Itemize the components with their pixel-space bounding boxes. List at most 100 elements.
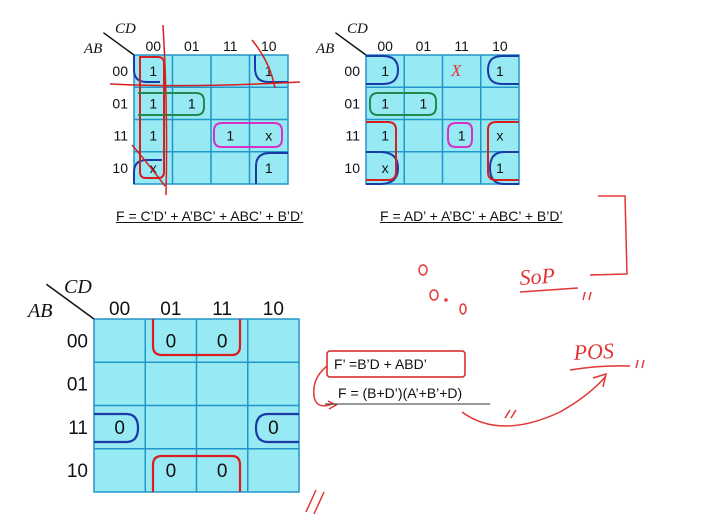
row-header: 00 bbox=[112, 63, 128, 79]
ditto-under bbox=[504, 409, 517, 419]
loop-magenta-cell bbox=[447, 122, 473, 148]
crossed-cell-mark: X bbox=[450, 61, 462, 80]
complement-box bbox=[326, 350, 466, 378]
kmap-cell-value: 1 bbox=[458, 128, 466, 144]
row-header: 10 bbox=[112, 160, 128, 176]
pos-underline bbox=[569, 365, 631, 371]
loop-blue-corner-tl bbox=[366, 55, 400, 85]
row-header: 11 bbox=[113, 128, 128, 144]
row-header: 01 bbox=[112, 95, 128, 111]
kmap-2-equation: F = AD’ + A’BC’ + ABC’ + B’D’ bbox=[380, 208, 563, 224]
corner-diagonal bbox=[334, 32, 367, 56]
col-header: 01 bbox=[416, 38, 432, 54]
loop-blue-corner-bl bbox=[366, 151, 400, 185]
row-var-label: AB bbox=[315, 41, 334, 57]
kmap-cell-value: 0 bbox=[268, 418, 279, 439]
kmap-cell-value: 1 bbox=[226, 128, 234, 144]
row-header: 00 bbox=[67, 331, 88, 352]
kmap-cell-value: 1 bbox=[496, 160, 504, 176]
ditto-pos bbox=[635, 359, 645, 369]
corner-diagonal bbox=[45, 283, 95, 320]
loop-red-bottom bbox=[151, 454, 242, 492]
kmap-cell-value: 1 bbox=[381, 128, 389, 144]
kmap-cell-value: 1 bbox=[265, 160, 273, 176]
loop-green-pair bbox=[369, 92, 437, 116]
col-var-label: CD bbox=[115, 21, 136, 37]
col-header: 00 bbox=[145, 38, 161, 54]
sop-bracket bbox=[589, 195, 628, 276]
sop-underline bbox=[519, 287, 579, 293]
kmap-cell-value: 1 bbox=[496, 63, 504, 79]
col-header: 00 bbox=[109, 299, 130, 320]
row-header: 11 bbox=[68, 418, 88, 439]
kmap-cell-value: 0 bbox=[166, 461, 177, 482]
kmap-cell-value: 1 bbox=[419, 95, 427, 111]
kmap-cell-value: 1 bbox=[149, 95, 157, 111]
loop-blue-corner-br bbox=[488, 151, 519, 185]
row-header: 10 bbox=[67, 461, 88, 482]
kmap-cell-value: 0 bbox=[166, 331, 177, 352]
loop-red-left bbox=[366, 121, 397, 181]
row-var-label: AB bbox=[83, 41, 102, 57]
loop-blue-right bbox=[254, 412, 299, 444]
loop-magenta-pair bbox=[213, 122, 283, 148]
loop-blue-corner-br bbox=[255, 152, 288, 184]
row-header: 00 bbox=[344, 63, 360, 79]
col-var-label: CD bbox=[64, 276, 92, 298]
pos-label: POS bbox=[572, 338, 615, 365]
col-header: 01 bbox=[160, 299, 181, 320]
kmap-3-loops bbox=[94, 319, 299, 492]
kmap-cell-value: 1 bbox=[381, 63, 389, 79]
col-header: 00 bbox=[377, 38, 393, 54]
col-header: 11 bbox=[223, 38, 238, 54]
kmap-cell-value: 0 bbox=[217, 461, 228, 482]
loop-blue-left bbox=[94, 412, 140, 444]
loop-red-top bbox=[151, 319, 242, 357]
col-var-label: CD bbox=[347, 21, 368, 37]
row-header: 10 bbox=[344, 160, 360, 176]
col-header: 10 bbox=[261, 38, 277, 54]
loop-blue-corner-tl bbox=[133, 55, 160, 83]
sop-label: SoP bbox=[519, 263, 556, 290]
col-header: 11 bbox=[454, 38, 469, 54]
kmap-1-strikes bbox=[109, 24, 301, 196]
kmap-1-equation: F = C’D’ + A’BC’ + ABC’ + B’D’ bbox=[116, 208, 304, 224]
annotations bbox=[305, 195, 645, 515]
kmap-cell-value: x bbox=[150, 160, 157, 176]
pos-equation: F = (B+D’)(A’+B’+D) bbox=[338, 385, 463, 401]
loop-blue-corner-tr bbox=[254, 55, 288, 83]
loop-blue-corner-tr bbox=[486, 55, 519, 85]
loop-red-right bbox=[487, 121, 519, 181]
col-header: 10 bbox=[263, 299, 284, 320]
ditto-bottom bbox=[305, 489, 325, 515]
col-header: 10 bbox=[492, 38, 508, 54]
loop-red-column bbox=[139, 56, 165, 179]
kmap-cell-value: 1 bbox=[149, 63, 157, 79]
loop-blue-corner-bl bbox=[133, 159, 162, 184]
kmap-cell-value: 0 bbox=[114, 418, 125, 439]
row-header: 01 bbox=[344, 95, 360, 111]
kmap-cell-value: 1 bbox=[381, 95, 389, 111]
kmap-cell-value: 1 bbox=[265, 63, 273, 79]
kmap-cell-value: 1 bbox=[188, 95, 196, 111]
bracket-arrow bbox=[313, 365, 333, 407]
col-header: 11 bbox=[212, 299, 232, 320]
kmap-cell-value: 1 bbox=[149, 128, 157, 144]
row-var-label: AB bbox=[26, 300, 52, 322]
row-header: 11 bbox=[345, 128, 360, 144]
kmap-1-loops bbox=[133, 55, 288, 184]
corner-diagonal bbox=[102, 32, 135, 56]
ditto-sop bbox=[582, 291, 592, 301]
loop-green-pair bbox=[138, 92, 205, 116]
kmap-cell-value: x bbox=[382, 160, 389, 176]
pos-arrow bbox=[461, 375, 607, 427]
doodle-circles bbox=[418, 264, 467, 315]
complement-equation: F’ =B’D + ABD’ bbox=[334, 356, 427, 372]
row-header: 01 bbox=[67, 375, 88, 396]
kmap-2-loops bbox=[366, 55, 519, 185]
kmap-cell-value: 0 bbox=[217, 331, 228, 352]
